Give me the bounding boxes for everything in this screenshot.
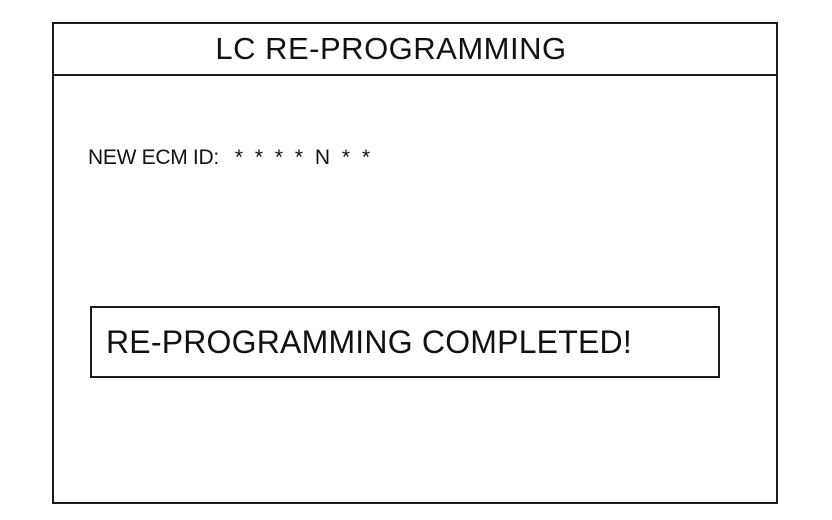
title-bar: LC RE-PROGRAMMING xyxy=(54,24,776,76)
ecm-id-value: * * * * N * * xyxy=(234,146,374,169)
reprogramming-screen: LC RE-PROGRAMMING NEW ECM ID: * * * * N … xyxy=(52,22,778,504)
ecm-id-row: NEW ECM ID: * * * * N * * xyxy=(88,146,373,170)
ecm-id-label: NEW ECM ID: xyxy=(88,146,219,169)
status-message-box: RE-PROGRAMMING COMPLETED! xyxy=(90,306,720,378)
status-message: RE-PROGRAMMING COMPLETED! xyxy=(106,323,632,360)
screen-title: LC RE-PROGRAMMING xyxy=(215,31,567,66)
